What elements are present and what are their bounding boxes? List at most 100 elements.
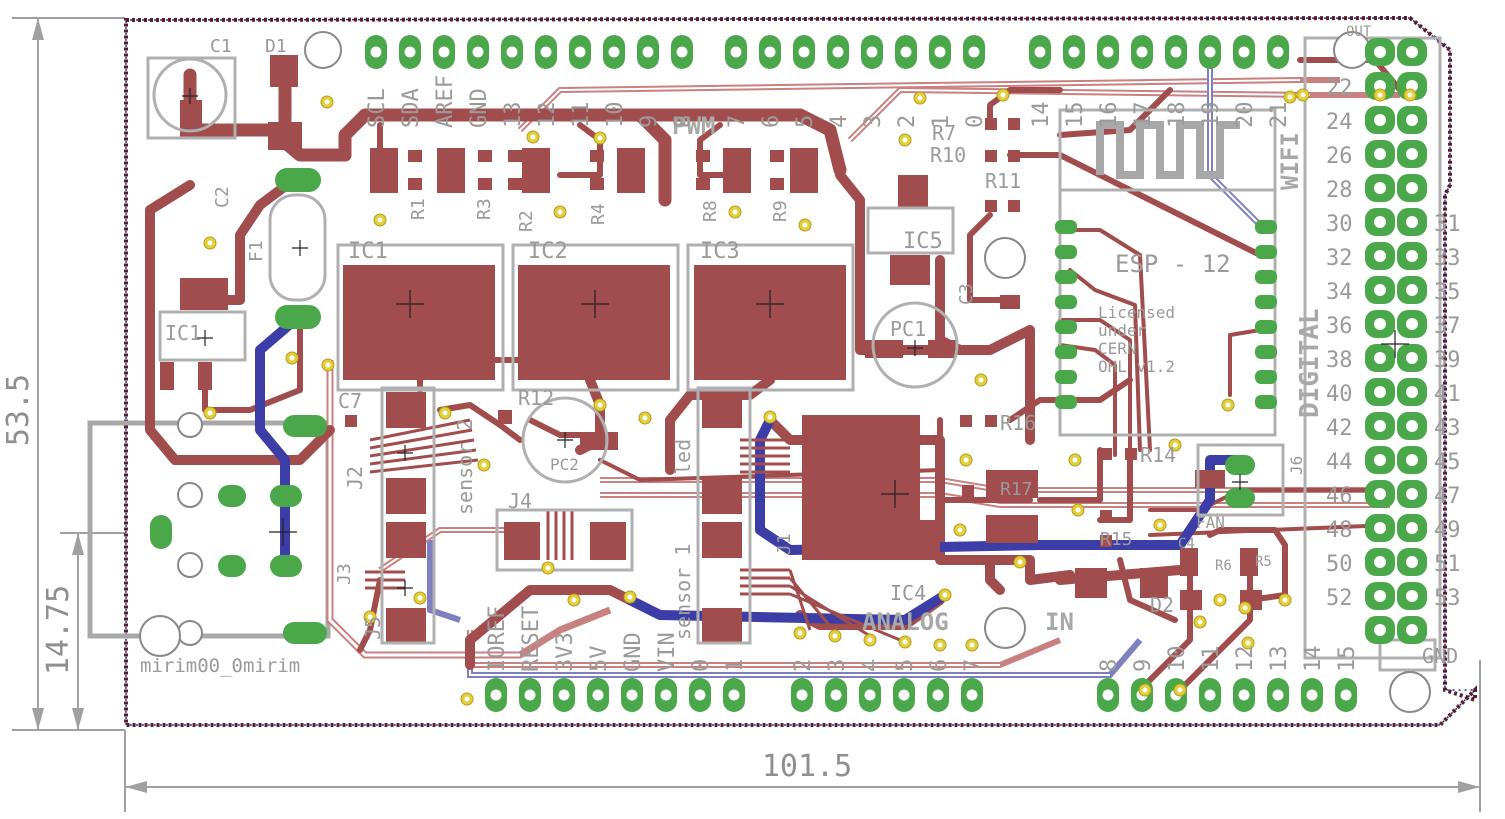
via bbox=[438, 406, 452, 420]
digital-pin-right-15 bbox=[1397, 514, 1427, 542]
component-label-c1: C1 bbox=[210, 36, 232, 57]
bottom-header-label: 4 bbox=[859, 659, 884, 672]
component-label-ic1: IC1 bbox=[348, 239, 388, 264]
top-header-pin-9 bbox=[637, 35, 659, 69]
section-label-fan: FAN bbox=[1196, 513, 1225, 532]
component-label-r12: R12 bbox=[518, 386, 554, 410]
via bbox=[460, 692, 474, 706]
bottom-header-pin-21 bbox=[1301, 678, 1323, 712]
via bbox=[321, 358, 335, 372]
top-header-pin-2 bbox=[399, 35, 421, 69]
component-label-r7: R7 bbox=[932, 121, 956, 145]
component-label-r8: R8 bbox=[700, 200, 721, 222]
digital-pin-right-5 bbox=[1397, 174, 1427, 202]
bottom-header-label: IOREF bbox=[485, 606, 510, 672]
digital-pin-right-8 bbox=[1397, 276, 1427, 304]
bottom-header-pin-14 bbox=[961, 678, 983, 712]
digital-label-right: 37 bbox=[1434, 314, 1461, 339]
top-header-pin-7 bbox=[569, 35, 591, 69]
via bbox=[1071, 503, 1085, 517]
via bbox=[974, 373, 988, 387]
digital-label-left: 28 bbox=[1326, 178, 1353, 203]
top-header-pin-20 bbox=[1063, 35, 1085, 69]
via bbox=[373, 213, 387, 227]
digital-pin-right-7 bbox=[1397, 242, 1427, 270]
digital-label-right: 35 bbox=[1434, 280, 1461, 305]
top-header-pins bbox=[365, 35, 1289, 69]
component-label-f1: F1 bbox=[246, 240, 267, 262]
component-label-r10: R10 bbox=[930, 143, 966, 167]
component-label-j1: J1 bbox=[774, 533, 795, 555]
via bbox=[623, 590, 637, 604]
via bbox=[1241, 636, 1255, 650]
digital-label-right: 39 bbox=[1434, 348, 1461, 373]
section-label-sensor2: sensor 2 bbox=[453, 419, 477, 515]
dimension-height-label: 53.5 bbox=[1, 374, 36, 446]
bottom-header-pin-10 bbox=[825, 678, 847, 712]
via bbox=[1283, 90, 1297, 104]
digital-pin-right-3 bbox=[1397, 106, 1427, 134]
via bbox=[203, 236, 217, 250]
top-header-pin-6 bbox=[535, 35, 557, 69]
top-header-label: AREF bbox=[433, 75, 458, 128]
bottom-header-label: 5V bbox=[587, 646, 612, 673]
top-header-label: 13 bbox=[501, 102, 526, 129]
top-header-label: 1 bbox=[929, 115, 954, 128]
via bbox=[1278, 593, 1292, 607]
bottom-header-label: 3 bbox=[825, 659, 850, 672]
bottom-header-pin-6 bbox=[655, 678, 677, 712]
section-label-sensor1: sensor 1 bbox=[671, 544, 695, 640]
component-label-c2: C2 bbox=[212, 186, 233, 208]
bottom-header-pin-15 bbox=[1097, 678, 1119, 712]
digital-label-right: 47 bbox=[1434, 484, 1461, 509]
via bbox=[953, 523, 967, 537]
bottom-header-label: 6 bbox=[927, 659, 952, 672]
top-header-pin-4 bbox=[467, 35, 489, 69]
component-label-r4: R4 bbox=[588, 203, 609, 225]
top-header-pin-10 bbox=[671, 35, 693, 69]
top-header-label: GND bbox=[467, 88, 492, 128]
top-header-pin-21 bbox=[1097, 35, 1119, 69]
top-header-pin-16 bbox=[895, 35, 917, 69]
top-header-label: 14 bbox=[1029, 102, 1054, 129]
digital-pin-right-6 bbox=[1397, 208, 1427, 236]
bottom-header-label: 2 bbox=[791, 659, 816, 672]
via bbox=[898, 133, 912, 147]
via bbox=[959, 453, 973, 467]
bottom-header-pin-11 bbox=[859, 678, 881, 712]
cern-line-1: Licensed bbox=[1098, 303, 1175, 322]
bottom-header-label: 1 bbox=[723, 659, 748, 672]
component-label-j6: J6 bbox=[1287, 456, 1306, 475]
via bbox=[1373, 88, 1387, 102]
digital-label-left: 32 bbox=[1326, 246, 1353, 271]
digital-label-left: 52 bbox=[1326, 586, 1353, 611]
top-header-pin-3 bbox=[433, 35, 455, 69]
via bbox=[477, 458, 491, 472]
via bbox=[1238, 601, 1252, 615]
digital-label-left: 30 bbox=[1326, 212, 1353, 237]
smd-pads bbox=[345, 118, 1137, 547]
bottom-header-pin-8 bbox=[723, 678, 745, 712]
component-label-r3: R3 bbox=[474, 198, 495, 220]
top-header-label: SCL bbox=[365, 88, 390, 128]
digital-pin-right-11 bbox=[1397, 378, 1427, 406]
via bbox=[898, 635, 912, 649]
via bbox=[933, 638, 947, 652]
digital-pin-left-17 bbox=[1365, 582, 1395, 610]
top-header-label: 15 bbox=[1063, 102, 1088, 129]
digital-label-right: 33 bbox=[1434, 246, 1461, 271]
via bbox=[593, 131, 607, 145]
component-label-j4: J4 bbox=[508, 489, 532, 513]
digital-pin-left-2 bbox=[1365, 72, 1395, 100]
via bbox=[793, 626, 807, 640]
digital-header-pins bbox=[1365, 38, 1427, 644]
top-header-label: 7 bbox=[725, 115, 750, 128]
via bbox=[1068, 453, 1082, 467]
digital-label-right: 41 bbox=[1434, 382, 1461, 407]
component-label-r14: R14 bbox=[1140, 443, 1176, 467]
top-header-label: 21 bbox=[1267, 102, 1292, 129]
digital-label-right: 31 bbox=[1434, 212, 1461, 237]
bottom-header-label: 15 bbox=[1335, 646, 1360, 673]
digital-pin-left-18 bbox=[1365, 616, 1395, 644]
